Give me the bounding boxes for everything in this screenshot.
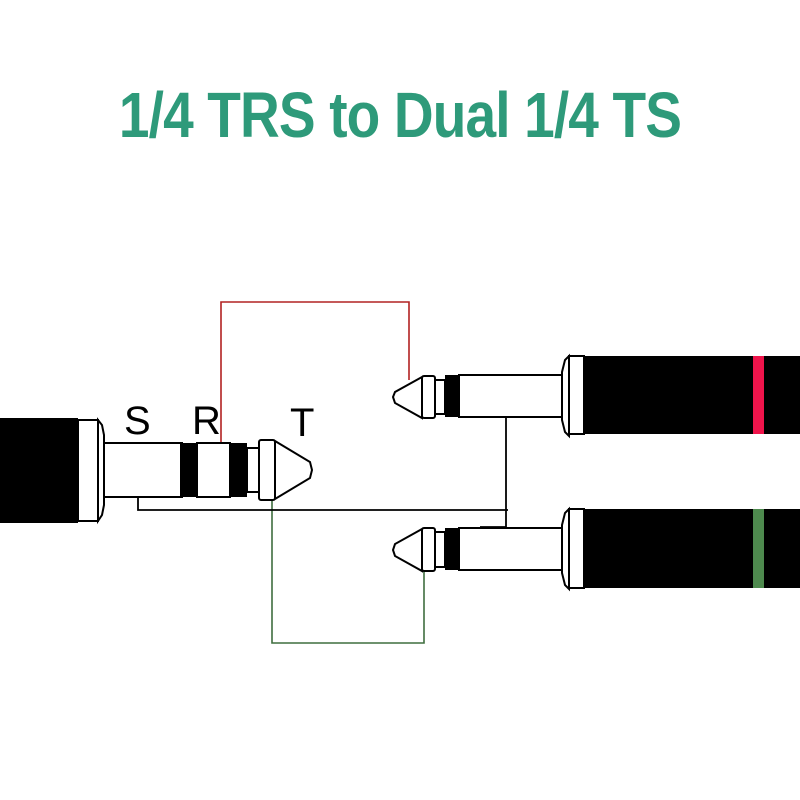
ts-collar-bevel bbox=[561, 353, 570, 439]
trs-plug: S R T bbox=[0, 399, 314, 525]
label-ring: R bbox=[192, 399, 221, 443]
trs-tip bbox=[274, 439, 314, 501]
trs-neck bbox=[246, 447, 260, 493]
trs-insulator-2 bbox=[230, 443, 247, 497]
label-sleeve: S bbox=[124, 399, 151, 443]
label-tip: T bbox=[290, 401, 314, 445]
diagram-title: 1/4 TRS to Dual 1/4 TS bbox=[118, 79, 682, 151]
red-stripe bbox=[753, 356, 764, 434]
trs-ring bbox=[196, 442, 231, 498]
green-stripe bbox=[753, 509, 764, 588]
trs-body bbox=[0, 418, 78, 523]
upper-ts-plug bbox=[391, 353, 800, 439]
ts-tip-collar bbox=[421, 375, 436, 419]
trs-collar-bevel bbox=[97, 417, 105, 525]
trs-collar bbox=[77, 419, 99, 522]
wires bbox=[137, 301, 508, 644]
trs-tip-collar bbox=[258, 439, 276, 501]
ts-tip bbox=[391, 527, 423, 573]
ts-tip-collar bbox=[421, 527, 436, 572]
ts-tip bbox=[391, 375, 423, 420]
ts-body bbox=[584, 509, 800, 588]
ts-body bbox=[584, 356, 800, 434]
trs-insulator-1 bbox=[180, 443, 197, 497]
green-wire bbox=[271, 500, 425, 644]
ts-insulator bbox=[445, 375, 459, 417]
trs-sleeve bbox=[103, 442, 183, 498]
ts-sleeve bbox=[458, 374, 563, 418]
ts-insulator bbox=[445, 528, 459, 570]
ts-sleeve bbox=[458, 527, 563, 571]
ts-collar bbox=[568, 508, 585, 589]
ts-neck bbox=[434, 379, 446, 415]
ts-collar-bevel bbox=[561, 506, 570, 592]
ground-wire bbox=[137, 497, 508, 511]
ts-collar bbox=[568, 355, 585, 435]
red-wire bbox=[220, 301, 410, 443]
lower-ts-plug bbox=[391, 506, 800, 592]
ts-neck bbox=[434, 531, 446, 568]
